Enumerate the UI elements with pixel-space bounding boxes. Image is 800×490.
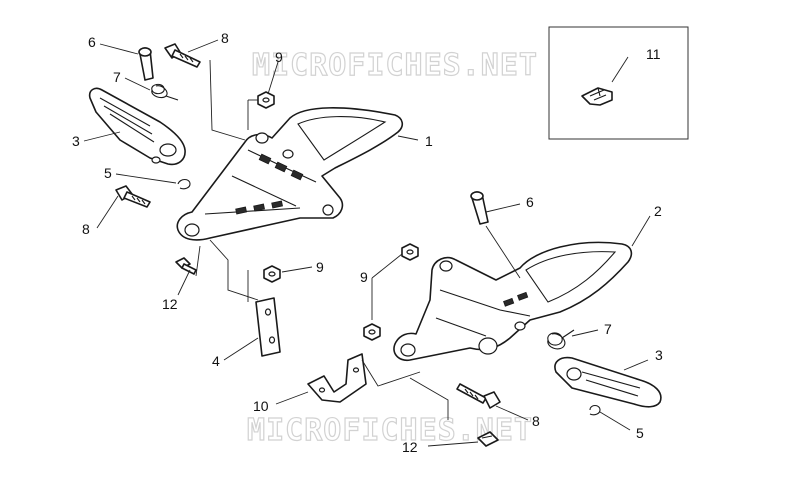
part-12-right-screw	[477, 431, 499, 447]
part-5-left-circlip	[177, 178, 191, 190]
callout-6-right: 6	[526, 194, 534, 210]
callout-5-left: 5	[104, 165, 112, 181]
callout-9-right: 9	[360, 269, 368, 285]
part-4-plate	[255, 297, 281, 357]
callout-2: 2	[654, 203, 662, 219]
part-1-left-bracket	[176, 107, 404, 241]
part-9-left-lower-nut	[263, 265, 281, 283]
part-2-right-bracket	[393, 241, 633, 362]
callout-9-upper-left: 9	[275, 49, 283, 65]
callout-1: 1	[425, 133, 433, 149]
part-3-right-footpeg	[554, 356, 662, 408]
callout-4: 4	[212, 353, 220, 369]
callout-9-lower-left: 9	[316, 259, 324, 275]
part-6-left-pin	[138, 47, 154, 81]
part-11-clip	[581, 87, 613, 106]
callout-6-left: 6	[88, 34, 96, 50]
part-6-right-pin	[470, 191, 489, 225]
callout-8-upper-left: 8	[221, 30, 229, 46]
callout-8-lower-left: 8	[82, 221, 90, 237]
part-8-left-upper-bolt	[164, 43, 201, 68]
callout-3-left: 3	[72, 133, 80, 149]
part-8-right-bolt	[456, 383, 501, 409]
part-3-left-footpeg	[88, 87, 186, 166]
part-9-left-upper-nut	[257, 91, 275, 109]
callout-11: 11	[646, 46, 661, 62]
part-7-left-spring	[151, 83, 179, 101]
part-12-left-screw	[175, 257, 197, 275]
watermark-top: MICROFICHES.NET	[252, 48, 538, 83]
callout-12-left: 12	[162, 296, 178, 312]
part-8-left-lower-bolt	[115, 185, 151, 208]
callout-8-right: 8	[532, 413, 540, 429]
callout-5-right: 5	[636, 425, 644, 441]
callout-10: 10	[253, 398, 269, 414]
part-7-right-spring	[547, 329, 575, 350]
callout-12-right: 12	[402, 439, 418, 455]
leader-lines	[83, 39, 651, 447]
inset-box	[548, 26, 689, 140]
callout-3-right: 3	[655, 347, 663, 363]
watermark-bottom: MICROFICHES.NET	[247, 413, 533, 448]
part-9-right-lower-nut	[363, 323, 381, 341]
callout-7-left: 7	[113, 69, 121, 85]
part-5-right-circlip	[589, 404, 601, 416]
callout-7-right: 7	[604, 321, 612, 337]
part-9-right-upper-nut	[401, 243, 419, 261]
part-10-bent-plate	[307, 353, 367, 403]
